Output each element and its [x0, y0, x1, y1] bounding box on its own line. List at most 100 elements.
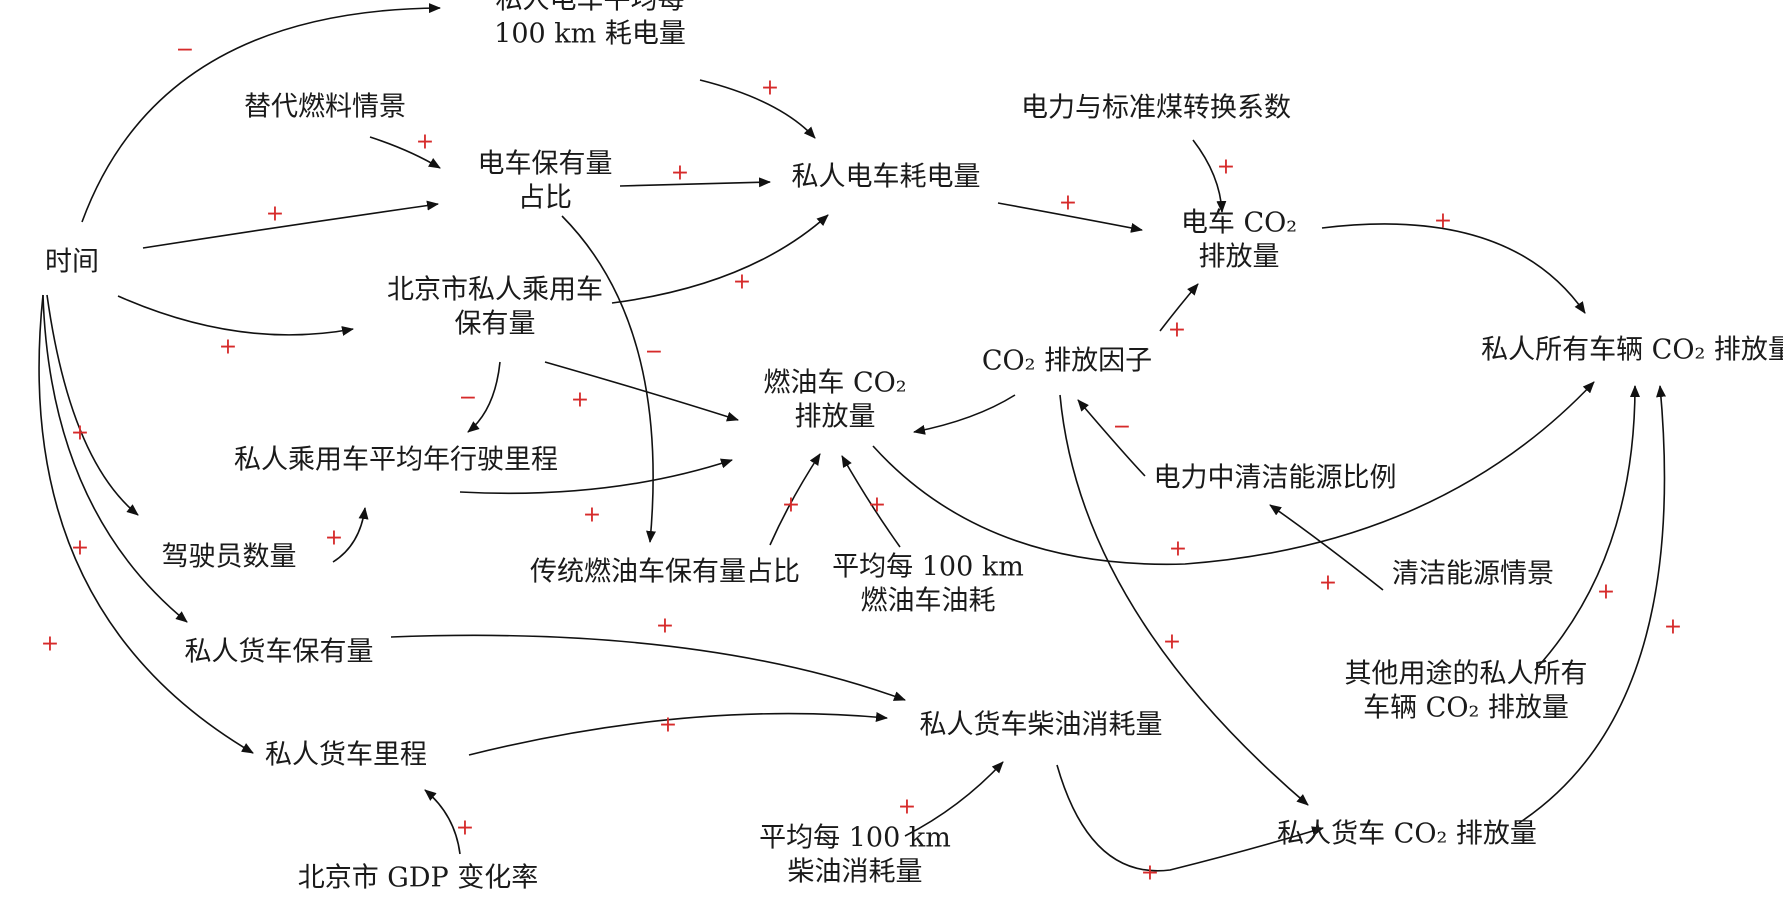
node-gdp-rate: 北京市 GDP 变化率 [298, 863, 539, 894]
edge-co2_factor-to-ev_co2 [1159, 283, 1199, 332]
polarity-sign: + [1217, 155, 1235, 180]
node-label-line: 私人货车里程 [265, 740, 427, 771]
node-label-line: 柴油消耗量 [788, 857, 923, 888]
edge-fuel_car_share-to-fuel_car_co2 [769, 453, 821, 546]
node-label-line: 车辆 CO₂ 排放量 [1363, 693, 1569, 724]
node-label-line: 电车 CO₂ [1181, 208, 1297, 239]
polarity-sign: − [176, 38, 194, 63]
node-alt-fuel-scenario: 替代燃料情景 [244, 92, 406, 123]
edge-other_private_co2-to-total_private_co2 [1534, 385, 1640, 671]
edge-alt_fuel_scenario-to-ev_share [369, 136, 441, 169]
edge-ev_share-to-fuel_car_share [561, 215, 656, 543]
node-label-line: 北京市私人乘用车 [387, 275, 603, 306]
node-total-private-co2: 私人所有车辆 CO₂ 排放量 [1481, 335, 1783, 366]
edge-co2_factor-to-fuel_car_co2 [913, 394, 1016, 435]
node-label-line: 电力与标准煤转换系数 [1021, 93, 1291, 124]
node-label-line: 平均每 100 km [759, 823, 951, 854]
node-truck-co2: 私人货车 CO₂ 排放量 [1277, 819, 1537, 850]
edge-ev_share-to-ev_power_consumption [619, 177, 771, 188]
edge-driver_count-to-avg_annual_mileage [332, 507, 369, 563]
node-label-line: 私人电车耗电量 [792, 162, 981, 193]
node-label-line: 传统燃油车保有量占比 [530, 557, 800, 588]
polarity-sign: + [898, 795, 916, 820]
polarity-sign: + [761, 76, 779, 101]
polarity-sign: + [659, 713, 677, 738]
node-truck-diesel: 私人货车柴油消耗量 [920, 710, 1163, 741]
polarity-sign: + [733, 270, 751, 295]
polarity-sign: + [325, 526, 343, 551]
edge-ev_energy_per_100km-to-ev_power_consumption [699, 79, 816, 139]
polarity-sign: + [782, 493, 800, 518]
polarity-sign: + [583, 503, 601, 528]
polarity-sign: + [41, 632, 59, 657]
polarity-sign: + [1319, 571, 1337, 596]
polarity-sign: + [571, 388, 589, 413]
edge-fuel_car_co2-to-total_private_co2 [872, 381, 1595, 566]
polarity-sign: + [671, 161, 689, 186]
polarity-sign: + [656, 614, 674, 639]
node-ev-energy-per-100km: 私人电车平均每 100 km 耗电量 [494, 0, 686, 50]
node-fuel-car-share: 传统燃油车保有量占比 [530, 557, 800, 588]
polarity-sign: + [71, 536, 89, 561]
node-label-line: 私人电车平均每 [496, 0, 685, 16]
node-label-line: 燃油车油耗 [861, 586, 996, 617]
edge-time-to-truck_mileage [38, 294, 254, 754]
polarity-sign: + [1664, 615, 1682, 640]
edge-time-to-truck_stock [42, 294, 188, 623]
node-label-line: 私人货车保有量 [185, 637, 374, 668]
node-power-coal-factor: 电力与标准煤转换系数 [1021, 93, 1291, 124]
edge-time-to-ev_share [142, 200, 439, 249]
node-label-line: 时间 [45, 247, 99, 278]
edge-fuel_per_100km-to-fuel_car_co2 [841, 455, 901, 548]
polarity-sign: + [71, 421, 89, 446]
node-label-line: 排放量 [795, 402, 876, 433]
edge-beijing_car_stock-to-fuel_car_co2 [544, 361, 739, 422]
polarity-sign: − [459, 386, 477, 411]
polarity-sign: − [645, 340, 663, 365]
polarity-sign: + [266, 202, 284, 227]
polarity-sign: + [1169, 537, 1187, 562]
edge-co2_factor-to-truck_co2 [1059, 394, 1309, 806]
edge-time-to-beijing_car_stock [117, 295, 354, 336]
node-clean-energy-ratio: 电力中清洁能源比例 [1154, 463, 1397, 494]
node-label-line: 排放量 [1199, 242, 1280, 273]
polarity-sign: + [1168, 318, 1186, 343]
node-label-line: 电车保有量 [478, 149, 613, 180]
node-label-line: 私人乘用车平均年行驶里程 [234, 445, 558, 476]
polarity-sign: + [456, 816, 474, 841]
node-label-line: 替代燃料情景 [244, 92, 406, 123]
edge-beijing_car_stock-to-ev_power_consumption [611, 214, 829, 304]
node-label-line: 私人所有车辆 CO₂ 排放量 [1481, 335, 1783, 366]
polarity-signs-layer: −+++++++++−+−+−+++++++++++++++++ [41, 38, 1682, 886]
edge-beijing_car_stock-to-avg_annual_mileage [467, 361, 501, 433]
node-label-line: 100 km 耗电量 [494, 19, 686, 50]
polarity-sign: + [1141, 861, 1159, 886]
node-label-line: 北京市 GDP 变化率 [298, 863, 539, 894]
polarity-sign: + [219, 335, 237, 360]
node-co2-factor: CO₂ 排放因子 [982, 346, 1152, 377]
node-avg-annual-mileage: 私人乘用车平均年行驶里程 [234, 445, 558, 476]
node-driver-count: 驾驶员数量 [162, 542, 297, 573]
polarity-sign: + [1597, 580, 1615, 605]
polarity-sign: + [868, 493, 886, 518]
edge-truck_diesel-to-truck_co2 [1056, 764, 1324, 872]
edge-truck_co2-to-total_private_co2 [1518, 385, 1666, 824]
edge-truck_mileage-to-truck_diesel [468, 712, 888, 756]
edge-truck_stock-to-truck_diesel [390, 634, 906, 701]
polarity-sign: + [1059, 191, 1077, 216]
polarity-sign: + [1163, 630, 1181, 655]
node-clean-energy-scenario: 清洁能源情景 [1392, 559, 1554, 590]
node-truck-stock: 私人货车保有量 [185, 637, 374, 668]
node-ev-power-consumption: 私人电车耗电量 [792, 162, 981, 193]
polarity-sign: − [1113, 415, 1131, 440]
edge-ev_power_consumption-to-ev_co2 [997, 202, 1143, 233]
edge-power_coal_factor-to-ev_co2 [1192, 139, 1227, 213]
edge-clean_energy_ratio-to-co2_factor [1077, 399, 1146, 477]
